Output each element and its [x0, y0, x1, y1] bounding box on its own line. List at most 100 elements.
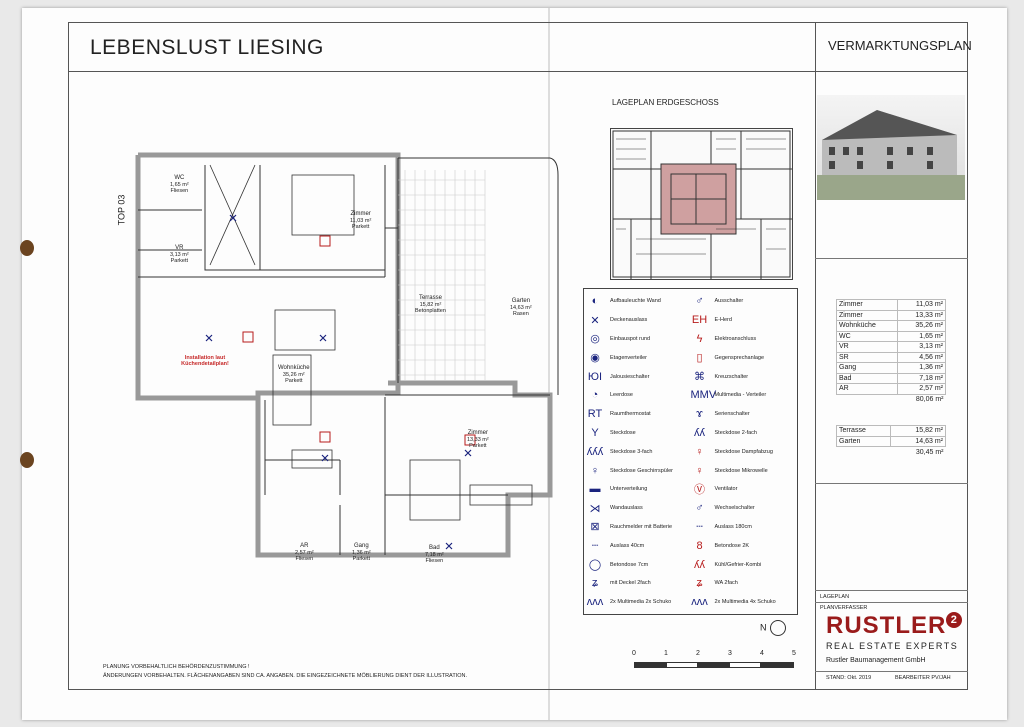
- legend-label: Steckdose 2-fach: [714, 429, 758, 436]
- legend-label: Betondose 2K: [714, 542, 750, 549]
- legend-label: Steckdose Mikrowelle: [714, 467, 768, 474]
- punch-hole: [20, 452, 34, 468]
- title-column-divider: [815, 22, 816, 690]
- plan-frame: [68, 22, 968, 690]
- legend-item: ◉ Etagenverteiler: [586, 348, 691, 367]
- legend-item: ʎʎ Steckdose 2-fach: [691, 424, 796, 443]
- legend-symbol-icon: ◎: [590, 333, 600, 346]
- legend-item: ◔Leerdose: [586, 386, 691, 405]
- legend-symbol-icon: ┄: [591, 540, 599, 553]
- note: ÄNDERUNGEN VORBEHALTEN. FLÄCHENANGABEN S…: [103, 673, 467, 679]
- area-room: VR: [835, 341, 899, 353]
- area-value: 35,26 m²: [897, 320, 946, 332]
- legend-symbol-icon: ⋊: [589, 502, 601, 515]
- legend-symbol-icon: ʌʌʌ: [586, 596, 604, 609]
- legend-symbol-icon: ┄: [696, 521, 703, 534]
- legend-symbol-icon: ♂: [695, 502, 704, 515]
- legend-label: Steckdose Dampfabzug: [714, 448, 773, 455]
- legend-item: ⊠ Rauchmelder mit Batterie: [586, 518, 691, 537]
- scale-tick-label: 3: [728, 650, 732, 657]
- area-value: 15,82 m²: [889, 425, 947, 437]
- area-value: 2,57 m²: [897, 383, 946, 395]
- legend-label: Unterverteilung: [610, 486, 648, 493]
- legend-item: ▬Unterverteilung: [586, 480, 691, 499]
- legend-label: Wechselschalter: [714, 505, 755, 512]
- legend-symbol-icon: ◉: [590, 352, 600, 365]
- legend-symbol-icon: ▯: [696, 352, 703, 365]
- legend-label: Multimedia - Verteiler: [714, 392, 767, 399]
- legend-item: ✕Deckenauslass: [586, 311, 691, 330]
- area-room: WC: [835, 330, 899, 342]
- area-room: Zimmer: [835, 299, 899, 311]
- area-room: Bad: [835, 372, 899, 384]
- scale-tick-label: 1: [664, 650, 668, 657]
- legend-symbol-icon: ✕: [590, 314, 600, 327]
- legend-label: 2x Multimedia 2x Schuko: [610, 599, 672, 606]
- plan-date: STAND: Okt. 2019: [826, 675, 872, 681]
- legend-label: Rauchmelder mit Batterie: [610, 523, 673, 530]
- legend-symbol-icon: ⊠: [590, 521, 600, 534]
- legend-item: ◐Aufbauleuchte Wand: [586, 292, 691, 311]
- scale-tick-label: 2: [696, 650, 700, 657]
- logo-mark: 2: [946, 612, 963, 628]
- area-room: Garten: [836, 435, 891, 447]
- area-value: 4,56 m²: [897, 351, 946, 363]
- legend-label: Wandauslass: [610, 505, 643, 512]
- legend-label: Ausschalter: [714, 298, 744, 305]
- divider: [815, 258, 968, 259]
- plan-type: VERMARKTUNGSPLAN: [828, 38, 972, 53]
- legend-symbol-icon: ♀: [695, 445, 704, 458]
- scale-bar: [634, 662, 794, 668]
- legend-item: ♂Ausschalter: [691, 292, 796, 311]
- punch-hole: [20, 240, 34, 256]
- site-plan-title: LAGEPLAN ERDGESCHOSS: [612, 98, 719, 107]
- legend-item: 8 Betondose 2K: [691, 536, 796, 555]
- unit-label: TOP 03: [116, 194, 127, 226]
- legend-label: Jalousieschalter: [610, 373, 650, 380]
- legend-symbol-icon: ʎʎ: [694, 426, 705, 439]
- divider: [815, 602, 968, 603]
- building-rendering: [817, 95, 965, 200]
- area-total-row: 30,45 m²: [837, 447, 946, 458]
- legend-item: ┄Auslass 180cm: [691, 518, 796, 537]
- site-plan-image: [610, 128, 793, 280]
- divider: [815, 671, 968, 672]
- legend-label: Serienschalter: [714, 411, 750, 418]
- planverfasser-label: PLANVERFASSER: [820, 605, 868, 611]
- north-arrow: N: [760, 620, 786, 636]
- north-label: N: [760, 622, 767, 633]
- legend-label: Raumthermostat: [610, 411, 651, 418]
- area-value: 14,63 m²: [889, 435, 947, 447]
- legend-symbol-icon: 8: [696, 539, 703, 552]
- scale-tick-label: 5: [792, 650, 796, 657]
- scale-tick-label: 0: [632, 650, 636, 657]
- legend-label: Elektroanschluss: [714, 335, 757, 342]
- legend-label: Auslass 40cm: [610, 542, 645, 549]
- legend-label: WA 2fach: [714, 580, 738, 587]
- legend-label: Einbauspot rund: [610, 335, 651, 342]
- legend-item: ♀Steckdose Geschirrspüler: [586, 461, 691, 480]
- legend-label: Etagenverteiler: [610, 354, 647, 361]
- legend-symbol-icon: ɤ: [696, 408, 703, 421]
- legend-symbol-icon: ⌘: [694, 371, 705, 384]
